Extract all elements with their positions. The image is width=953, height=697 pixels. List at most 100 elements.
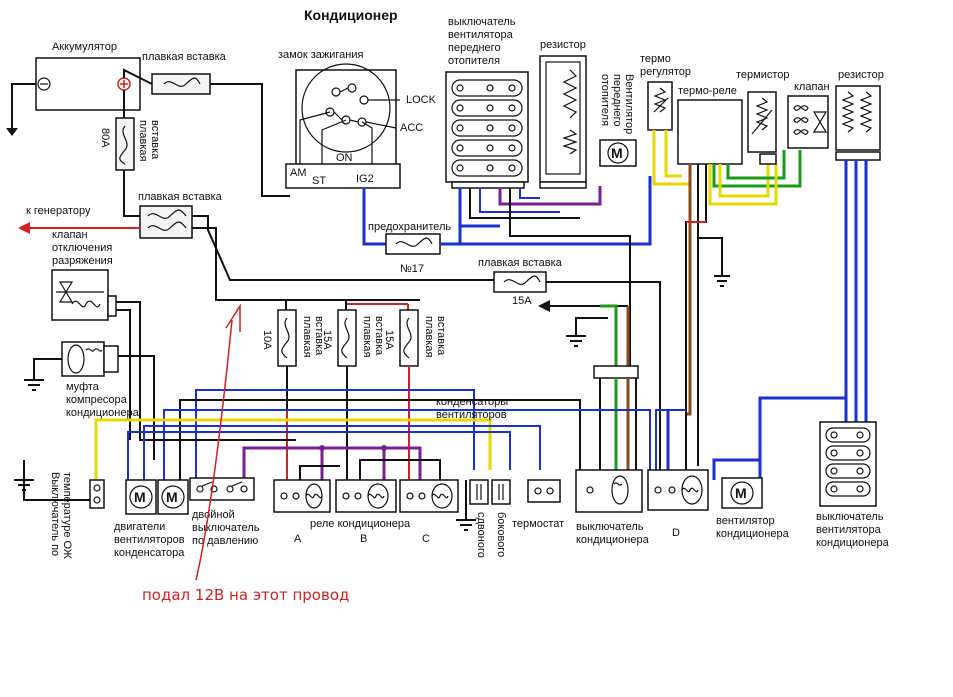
left-arrow-icon	[538, 300, 550, 312]
fuse-10a-amp: 10А	[261, 330, 273, 350]
side-v2: бокового	[495, 512, 507, 557]
fuse-15a-c-amp: 15А	[383, 330, 395, 350]
thermistor-label: термистор	[736, 69, 790, 81]
relay-b-label: B	[360, 533, 367, 545]
annotation-text: подал 12В на этот провод	[142, 586, 349, 604]
fuse-80a-word2: вставка	[149, 120, 161, 160]
fuse-15a-b: 15А плавкая вставка	[321, 309, 385, 367]
ac-fan-l1: вентилятор	[716, 515, 775, 527]
fuse-10a-w2: вставка	[313, 316, 325, 356]
relay-d-label: D	[672, 527, 680, 539]
ignition-lock: LOCK	[406, 94, 437, 106]
heater-fan-v2: переднего	[611, 74, 623, 127]
ignition-st: ST	[312, 175, 326, 187]
fuse-80a-amp: 80А	[99, 128, 111, 148]
heater-fan-motor-m: M	[611, 145, 623, 161]
fuse-10a: 10А плавкая вставка	[261, 309, 325, 367]
pressure-sw-l2: выключатель	[192, 522, 260, 534]
connector-block	[593, 365, 639, 379]
rear-fan-sw-l3: кондиционера	[816, 537, 890, 549]
fuse-generator-label: плавкая вставка	[138, 191, 223, 203]
fuse-15a-top-label: плавкая вставка	[478, 257, 563, 269]
fuse-80a-word1: плавкая	[137, 120, 149, 162]
front-fan-switch-l4: отопителя	[448, 55, 500, 67]
resistor-2: резистор	[835, 69, 884, 161]
ignition-acc: ACC	[400, 122, 423, 134]
ignition-switch: замок зажигания LOCK ACC ON AM ST IG2	[278, 49, 437, 189]
fuse-main-label: плавкая вставка	[142, 51, 227, 63]
thermo-regulator: термо регулятор	[640, 53, 691, 131]
relay-c: C	[399, 479, 459, 545]
cond-motors-l1: двигатели	[114, 521, 165, 533]
condenser-capacitors: сдвоного бокового	[469, 479, 511, 558]
resistor-1: резистор	[539, 39, 587, 189]
rear-fan-switch: выключатель вентилятора кондиционера	[816, 421, 890, 549]
ac-switch-l1: выключатель	[576, 521, 644, 533]
fuse-15a-b-w1: плавкая	[361, 316, 373, 358]
compressor-clutch: муфта компресора кондиционера	[61, 341, 140, 419]
fuse-15a-c-w1: плавкая	[423, 316, 435, 358]
valve-klapan: клапан	[787, 81, 830, 149]
resistor-1-label: резистор	[540, 39, 586, 51]
diagram-title: Кондиционер	[304, 7, 398, 23]
ignition-on: ON	[336, 152, 353, 164]
fuse-generator: плавкая вставка	[138, 191, 223, 239]
cond-fans-l1: конденсаторы	[436, 396, 508, 408]
cond-motors-l3: конденсатора	[114, 547, 185, 559]
fuse-15a-amp: 15А	[512, 295, 532, 307]
ac-switch: выключатель кондиционера	[575, 469, 650, 546]
valve-label: клапан	[794, 81, 830, 93]
vac-valve-l2: отключения	[52, 242, 112, 254]
thermostat: термостат	[512, 479, 564, 530]
fuse-17: предохранитель №17	[368, 221, 451, 275]
ac-switch-l2: кондиционера	[576, 534, 650, 546]
thermo-relay: термо-реле	[677, 85, 743, 165]
ac-fan-motor-m: M	[735, 485, 747, 501]
ignition-ig2: IG2	[356, 173, 374, 185]
ground-arrow-icon	[6, 128, 18, 136]
side-v1: сдвоного	[475, 512, 487, 558]
relay-b: B	[335, 479, 397, 545]
fuse-80a: 80А плавкая вставка	[99, 117, 161, 171]
ac-fan-l2: кондиционера	[716, 528, 790, 540]
thermo-reg-l2: регулятор	[640, 66, 691, 78]
to-generator-arrow-icon	[18, 222, 30, 234]
front-fan-switch-l2: вентилятора	[448, 29, 514, 41]
front-fan-switch-l3: переднего	[448, 42, 501, 54]
fuse-15a-c: 15А плавкая вставка	[383, 309, 447, 367]
thermo-reg-l1: термо	[640, 53, 671, 65]
annotation: подал 12В на этот провод	[142, 303, 349, 604]
front-fan-switch-l1: выключатель	[448, 16, 516, 28]
cond-motor-2-m: M	[166, 489, 178, 505]
ignition-am: AM	[290, 167, 307, 179]
fuse-15a-b-w2: вставка	[373, 316, 385, 356]
fuse-main: плавкая вставка	[142, 51, 227, 95]
resistor-2-label: резистор	[838, 69, 884, 81]
heater-fan-v3: отопителя	[599, 74, 611, 126]
relay-c-label: C	[422, 533, 430, 545]
pressure-sw-l3: по давлению	[192, 535, 258, 547]
vacuum-valve: клапан отключения разряжения	[51, 229, 117, 321]
rear-fan-sw-l1: выключатель	[816, 511, 884, 523]
pressure-sw-l1: двойной	[192, 509, 235, 521]
heater-fan-motor: Вентилятор переднего отопителя M	[599, 74, 637, 167]
battery: Аккумулятор	[35, 41, 141, 111]
fuse-17-label: предохранитель	[368, 221, 451, 233]
cond-fans-l2: вентиляторов	[436, 409, 507, 421]
cond-motor-1-m: M	[134, 489, 146, 505]
clutch-l2: компресора	[66, 394, 128, 406]
temp-switch-v2: температуре ОЖ	[61, 472, 73, 559]
clutch-l3: кондиционера	[66, 407, 140, 419]
thermo-relay-label: термо-реле	[678, 85, 737, 97]
ac-fan-motor: M вентилятор кондиционера	[716, 477, 790, 540]
vac-valve-l3: разряжения	[52, 255, 113, 267]
relay-ac-label: реле кондиционера	[310, 518, 411, 530]
thermostat-label: термостат	[512, 518, 564, 530]
cond-motors-l2: вентиляторов	[114, 534, 185, 546]
heater-fan-v1: Вентилятор	[623, 74, 635, 134]
battery-label: Аккумулятор	[52, 41, 117, 53]
ignition-label: замок зажигания	[278, 49, 363, 61]
fuse-15a-b-amp: 15А	[321, 330, 333, 350]
rear-fan-sw-l2: вентилятора	[816, 524, 882, 536]
